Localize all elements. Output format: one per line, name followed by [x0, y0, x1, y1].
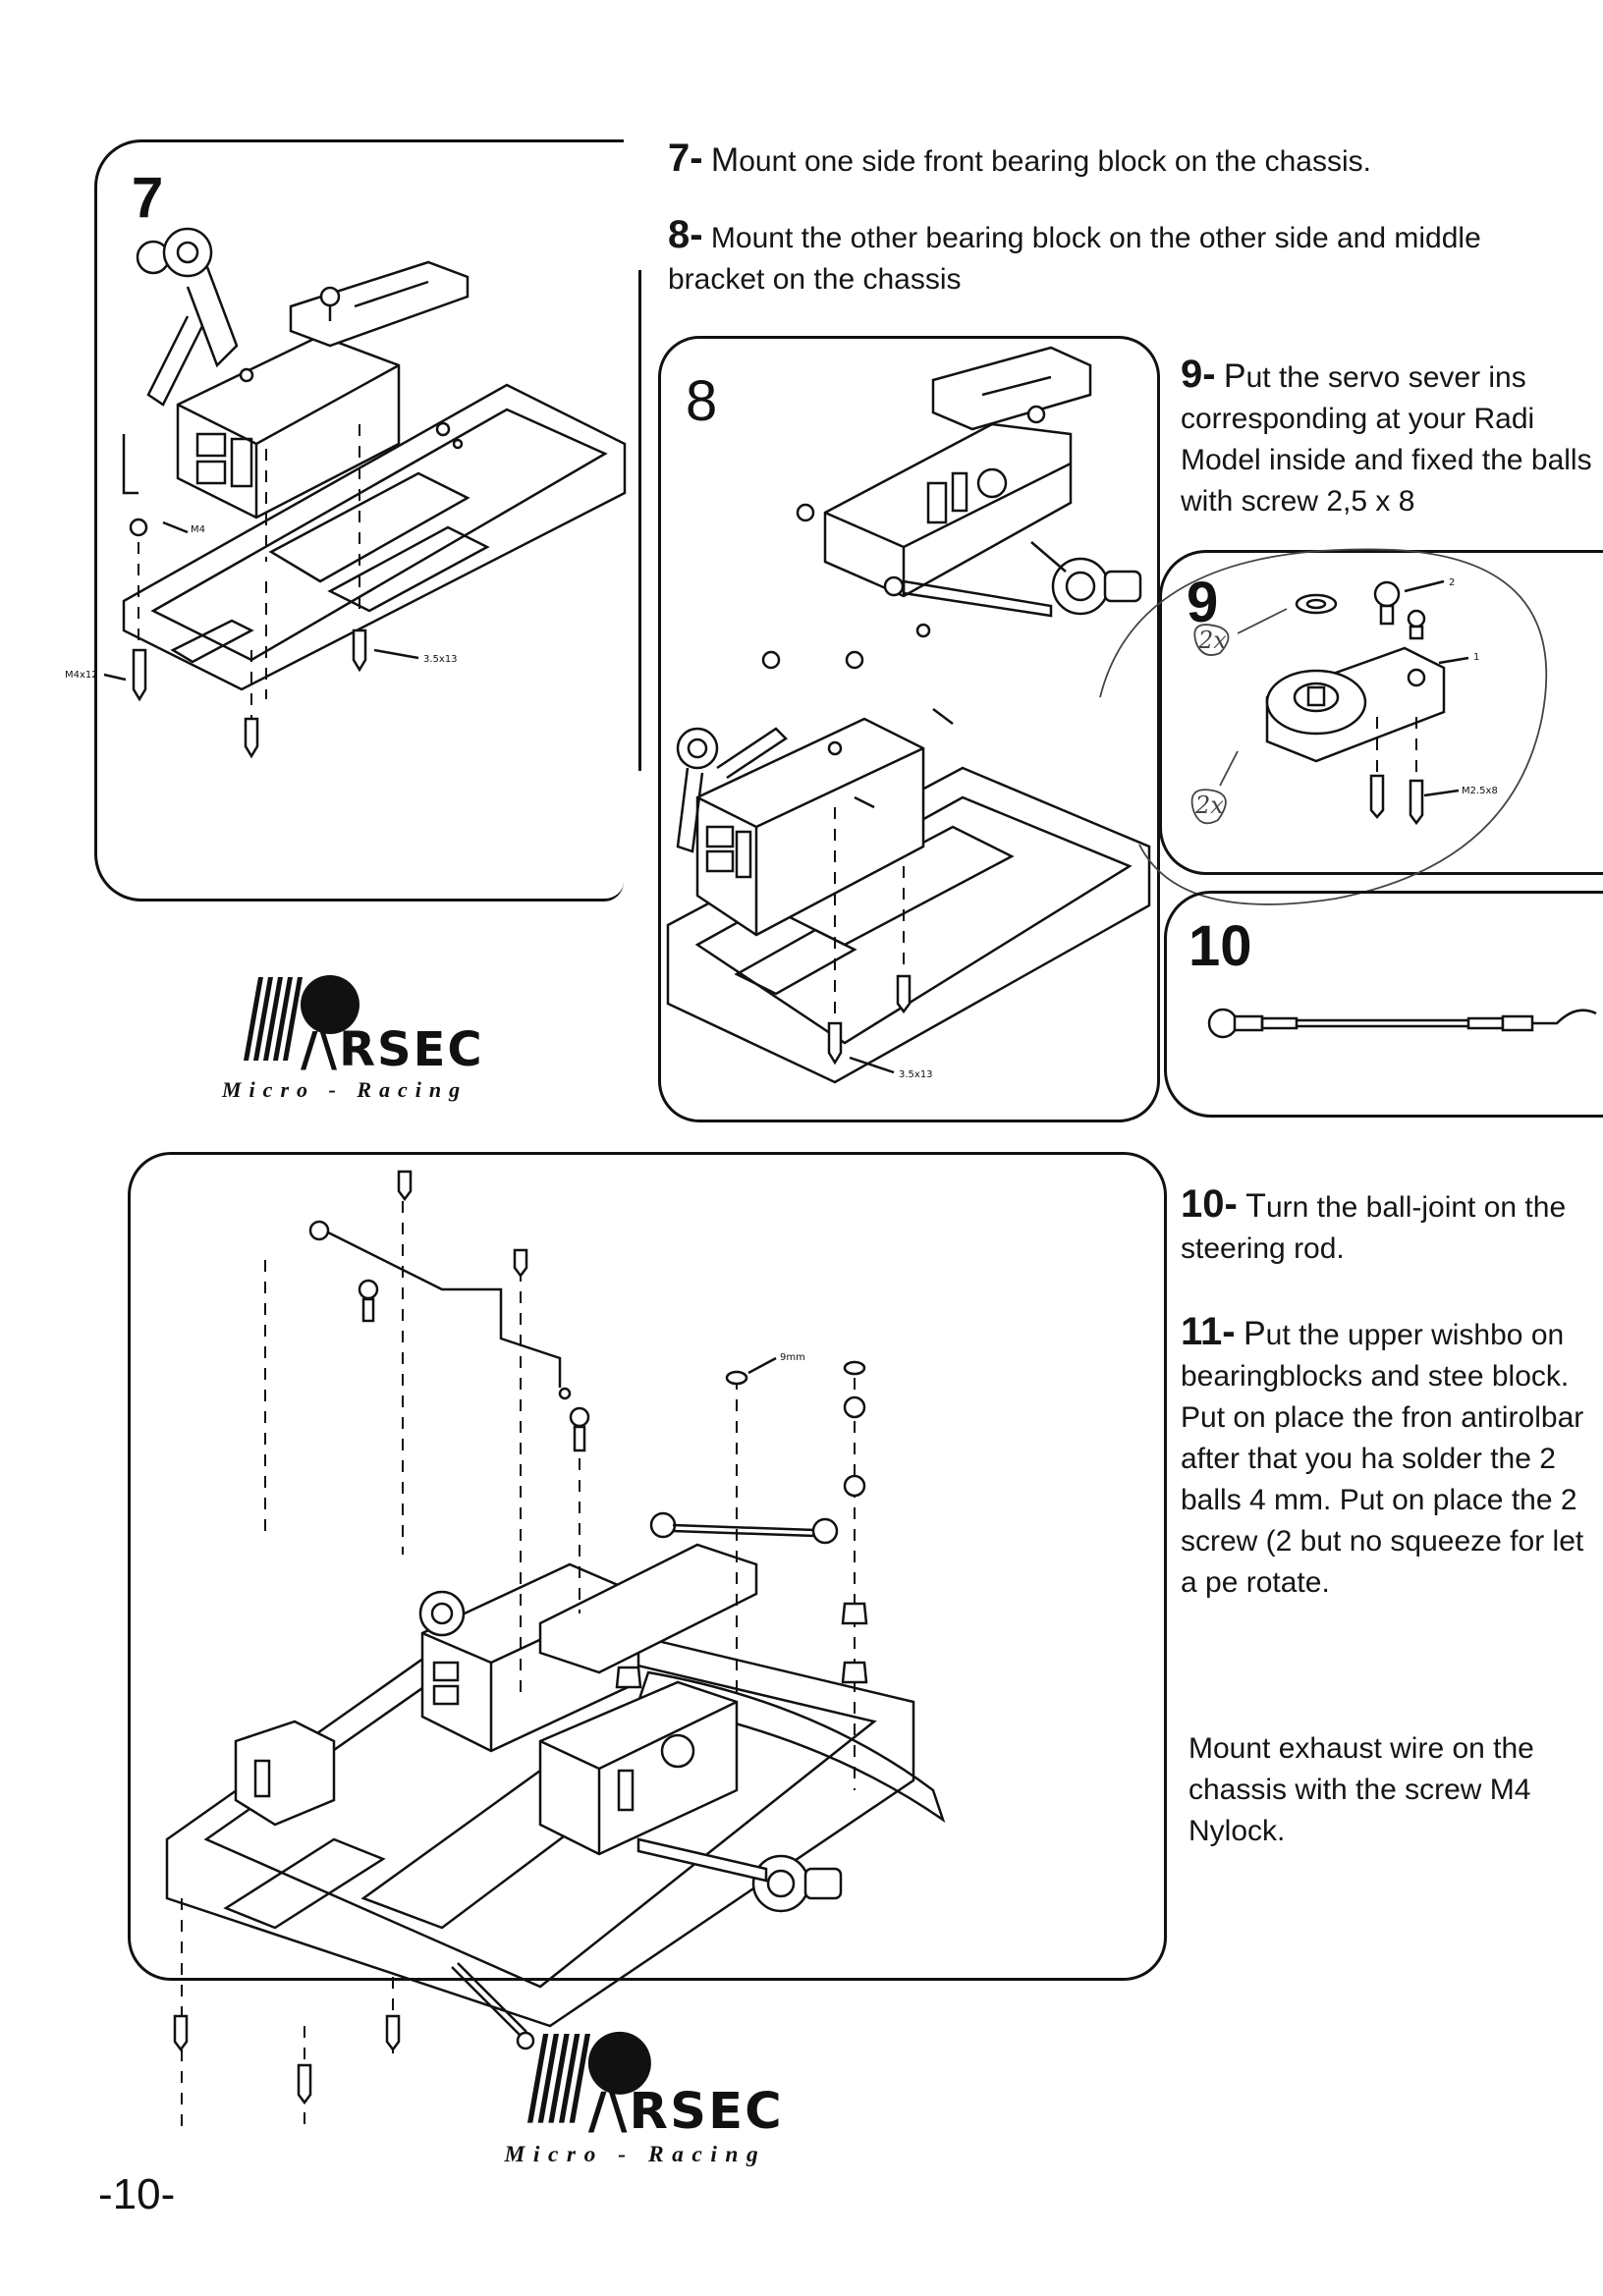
figure-9-frame: [1159, 550, 1603, 875]
logo-tagline: Micro - Racing: [504, 2142, 767, 2167]
step-11-text: 11- Put the upper wishbo on bearingblock…: [1181, 1311, 1593, 1604]
figure-8-screw-label: 3.5x13: [899, 1069, 933, 1080]
logo-tagline: Micro - Racing: [221, 1077, 468, 1102]
figure-11-washer-label: 9mm: [780, 1352, 805, 1363]
figure-10-frame: [1164, 891, 1603, 1118]
exhaust-text: Mount exhaust wire on the chassis with t…: [1188, 1728, 1591, 1852]
figure-8-frame: [658, 336, 1160, 1122]
figure-9-servo-saver-drawing: M2.5x8 1 2 2x 2x: [1190, 577, 1498, 826]
logo-stripes: [244, 977, 303, 1061]
figure-7-number: 7: [132, 166, 164, 230]
figure-8-chassis-drawing: 3.5x13: [666, 346, 1151, 1084]
figure-9-hand-note-a: 2x: [1197, 627, 1227, 654]
logo-disc: [587, 2031, 651, 2095]
logo-stripes: [527, 2034, 590, 2123]
figure-11-assembly-drawing: 9mm: [165, 1170, 946, 2134]
step-9-lead: P: [1223, 357, 1246, 395]
page-number: -10-: [98, 2170, 176, 2218]
figure-7-screw-label-a: 3.5x13: [423, 654, 458, 665]
step-7-text: 7- Mount one side front bearing block on…: [668, 137, 1591, 183]
arsec-logo-bottom: /\RSEC Micro - Racing: [504, 2031, 784, 2167]
step-10-lead: T: [1245, 1187, 1266, 1225]
step-7-number: 7-: [668, 137, 703, 180]
step-10-text: 10- Turn the ball-joint on the steering …: [1181, 1183, 1593, 1270]
figure-11-frame: [128, 1152, 1167, 1981]
step-7-lead: M: [710, 141, 740, 179]
handwritten-circle-annotation: [1099, 548, 1548, 905]
step-11-body: ut the upper wishbo on bearingblocks and…: [1181, 1319, 1584, 1599]
step-11-lead: P: [1243, 1315, 1266, 1352]
figure-7-screw-label-c: M4: [191, 524, 205, 535]
step-8-text: 8- Mount the other bearing block on the …: [668, 214, 1581, 301]
step-9-number: 9-: [1181, 353, 1216, 396]
exhaust-body: Mount exhaust wire on the chassis with t…: [1188, 1732, 1534, 1847]
figure-10-number: 10: [1188, 914, 1252, 978]
figure-9-label-1: 1: [1473, 652, 1479, 663]
step-7-body: ount one side front bearing block on the…: [739, 145, 1371, 178]
vertical-divider: [638, 270, 641, 771]
step-8-number: 8-: [668, 213, 703, 256]
figure-8-number: 8: [686, 369, 718, 433]
figure-9-screw-label: M2.5x8: [1462, 786, 1498, 796]
step-10-number: 10-: [1181, 1182, 1238, 1226]
logo-wordmark: /\RSEC: [301, 1022, 484, 1077]
figure-7-screw-label-b: M4x12: [65, 670, 98, 681]
figure-9-hand-note-b: 2x: [1194, 792, 1224, 819]
step-8-body: Mount the other bearing block on the oth…: [668, 222, 1481, 296]
logo-wordmark: /\RSEC: [588, 2082, 784, 2141]
step-9-text: 9- Put the servo sever ins corresponding…: [1181, 354, 1593, 522]
figure-9-number: 9: [1187, 571, 1219, 634]
figure-10-steering-rod-drawing: [1207, 1008, 1597, 1039]
figure-7-chassis-drawing: 3.5x13 M4x12 M4: [65, 227, 627, 759]
logo-disc: [301, 975, 359, 1034]
step-9-body: ut the servo sever ins corresponding at …: [1181, 361, 1592, 518]
step-11-number: 11-: [1181, 1310, 1236, 1353]
figure-7-frame: [94, 139, 624, 902]
figure-9-label-2: 2: [1449, 577, 1455, 588]
arsec-logo-top: /\RSEC Micro - Racing: [221, 975, 484, 1102]
step-10-body: urn the ball-joint on the steering rod.: [1181, 1191, 1567, 1265]
